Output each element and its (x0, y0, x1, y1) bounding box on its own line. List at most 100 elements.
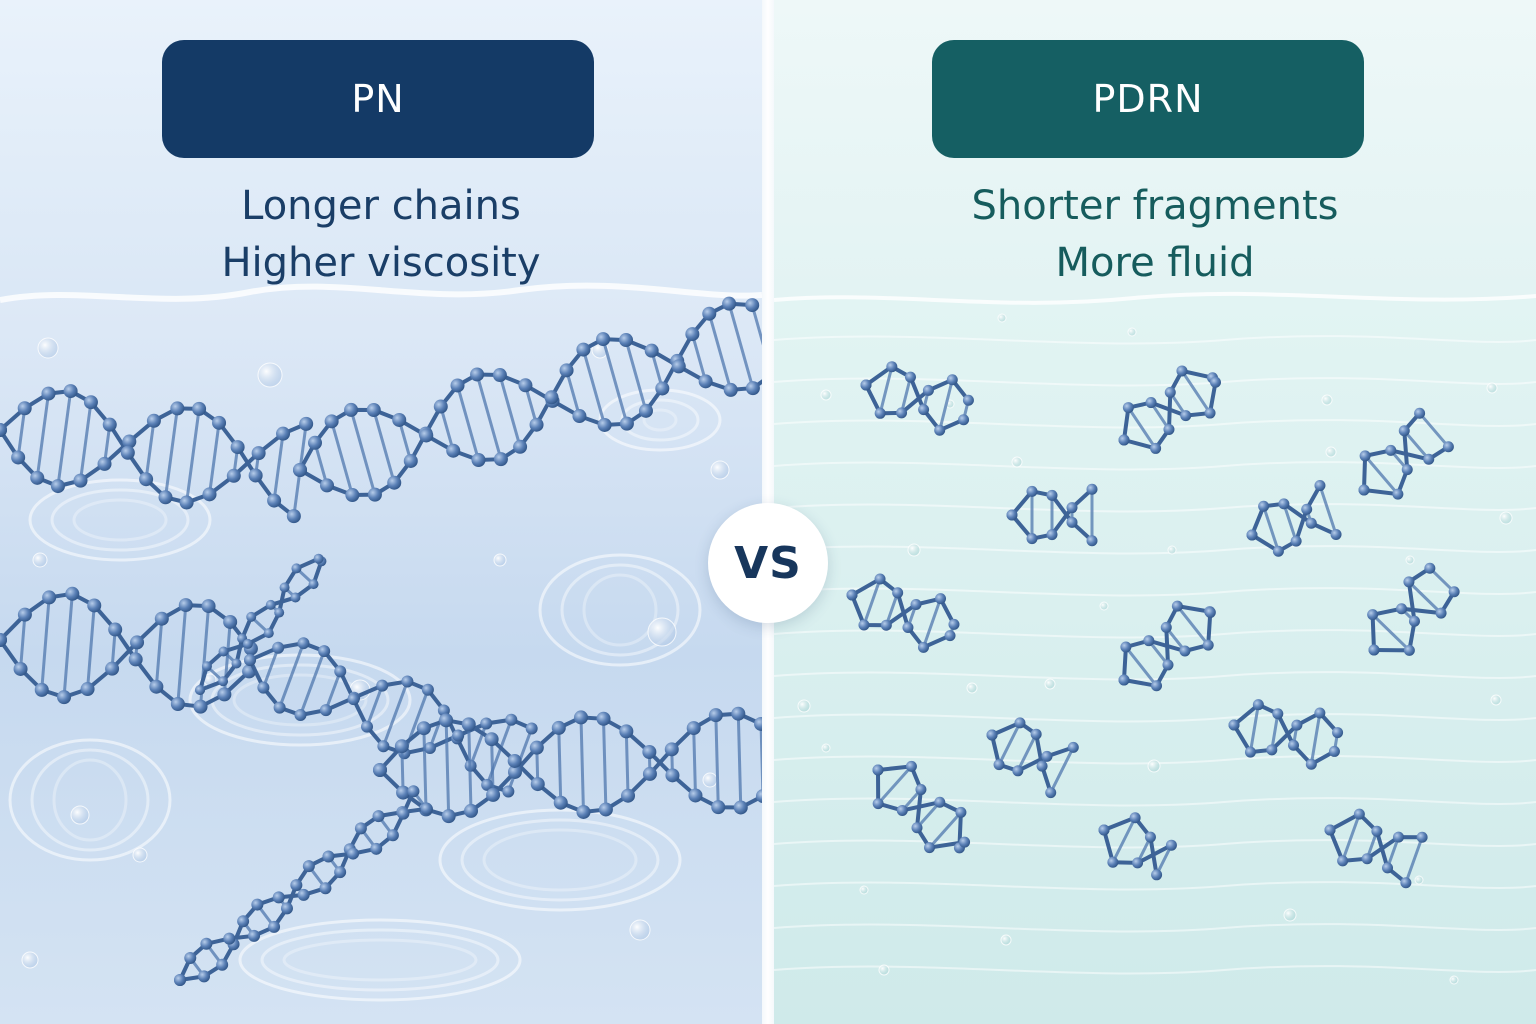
bubble (878, 964, 890, 976)
nucleotide-bead (1204, 606, 1216, 618)
nucleotide-bead (218, 676, 229, 687)
gel-swirl (560, 563, 680, 657)
base-pair-rung (1248, 704, 1260, 753)
nucleotide-bead (915, 784, 927, 796)
nucleotide-bead (1258, 500, 1270, 512)
nucleotide-bead (403, 453, 418, 468)
nucleotide-bead (297, 888, 310, 901)
gel-swirl (460, 818, 660, 902)
nucleotide-bead (911, 822, 923, 834)
nucleotide-bead (366, 402, 381, 417)
nucleotide-bead (723, 382, 738, 397)
nucleotide-bead (619, 333, 634, 348)
nucleotide-bead (559, 363, 574, 378)
nucleotide-bead (273, 701, 286, 714)
nucleotide-bead (223, 614, 238, 629)
ripple (774, 923, 1536, 933)
nucleotide-bead (1330, 528, 1342, 540)
bubble (70, 805, 90, 825)
nucleotide-bead (484, 732, 499, 747)
base-pair-rung (1270, 713, 1280, 751)
base-pair-rung (1262, 505, 1280, 552)
nucleotide-bead (65, 586, 80, 601)
base-pair-rung (1428, 567, 1456, 593)
nucleotide-bead (1150, 442, 1162, 454)
base-pair-rung (1155, 844, 1173, 876)
nucleotide-bead (596, 711, 611, 726)
nucleotide-bead (347, 847, 360, 860)
nucleotide-bead (1246, 529, 1258, 541)
nucleotide-bead (1012, 765, 1024, 777)
base-pair-rung (1371, 613, 1411, 652)
nucleotide-bead (576, 804, 591, 819)
nucleotide-bead (223, 932, 236, 945)
nucleotide-bead (291, 563, 302, 574)
nucleotide-bead (246, 611, 257, 622)
nucleotide-bead (1314, 707, 1326, 719)
base-pair-rung (1176, 605, 1210, 647)
nucleotide-bead (268, 920, 281, 933)
bubble (1127, 327, 1137, 337)
pdrn-description: Shorter fragments More fluid (774, 178, 1536, 292)
nucleotide-bead (251, 898, 264, 911)
nucleotide-bead (192, 401, 207, 416)
nucleotide-bead (293, 463, 307, 477)
gel-swirl (72, 498, 168, 542)
base-pair-rung (164, 408, 179, 498)
nucleotide-bead (290, 592, 301, 603)
nucleotide-bead (73, 473, 88, 488)
nucleotide-bead (1144, 831, 1156, 843)
backbone-strand (877, 764, 965, 850)
nucleotide-bead (30, 470, 45, 485)
pn-description-line-1: Longer chains (241, 183, 521, 229)
pn-title: PN (351, 77, 405, 121)
nucleotide-bead (202, 487, 217, 502)
bubble (1044, 678, 1056, 690)
nucleotide-bead (446, 443, 461, 458)
nucleotide-bead (387, 475, 402, 490)
base-pair-rung (397, 419, 413, 462)
nucleotide-bead (433, 399, 448, 414)
nucleotide-bead (551, 720, 566, 735)
nucleotide-bead (1382, 862, 1394, 874)
base-pair-rung (56, 390, 73, 487)
nucleotide-bead (902, 622, 914, 634)
base-pair-rung (900, 376, 912, 414)
nucleotide-bead (481, 778, 494, 791)
nucleotide-bead (688, 788, 703, 803)
ripple (774, 419, 1536, 429)
nucleotide-bead (754, 716, 762, 731)
nucleotide-bead (576, 342, 591, 357)
nucleotide-bead (722, 296, 737, 311)
nucleotide-bead (1337, 855, 1349, 867)
nucleotide-bead (130, 635, 145, 650)
ripple (774, 545, 1536, 555)
base-pair-rung (877, 765, 913, 805)
pn-description: Longer chains Higher viscosity (0, 178, 762, 292)
base-pair-rung (1124, 646, 1158, 687)
nucleotide-bead (87, 598, 102, 613)
nucleotide-bead (1202, 639, 1214, 651)
bubble (1147, 759, 1161, 773)
base-pair-rung (759, 723, 762, 797)
nucleotide-bead (1129, 812, 1141, 824)
nucleotide-bead (313, 553, 324, 564)
nucleotide-bead (702, 306, 717, 321)
nucleotide-bead (1403, 644, 1415, 656)
nucleotide-bead (711, 800, 726, 815)
nucleotide-bead (553, 795, 568, 810)
ripple (774, 713, 1536, 723)
nucleotide-bead (179, 495, 194, 510)
nucleotide-bead (1414, 407, 1426, 419)
nucleotide-bead (1288, 739, 1300, 751)
nucleotide-bead (1118, 674, 1130, 686)
base-pair-rung (62, 593, 74, 698)
nucleotide-bead (665, 768, 680, 783)
nucleotide-bead (745, 298, 760, 313)
nucleotide-bead (230, 440, 245, 455)
base-pair-rung (444, 720, 451, 817)
bubble (997, 313, 1007, 323)
backbone-strand (1103, 815, 1159, 876)
nucleotide-bead (1026, 485, 1038, 497)
base-pair-rung (261, 647, 280, 689)
